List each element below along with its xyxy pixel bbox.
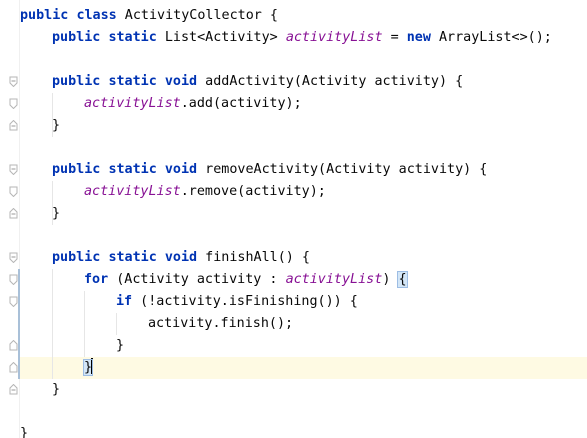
keyword: static <box>108 250 157 265</box>
keyword: public <box>52 250 101 265</box>
code-text: ArrayList<>(); <box>430 30 552 45</box>
code-line[interactable]: public static List<Activity> activityLis… <box>52 27 552 49</box>
fold-start-icon[interactable] <box>9 76 18 87</box>
fold-end-icon[interactable] <box>9 362 18 373</box>
fold-end-icon[interactable] <box>9 120 18 131</box>
code-text: } <box>52 206 61 221</box>
code-line[interactable]: } <box>52 379 60 401</box>
keyword: public <box>52 162 101 177</box>
code-text: } <box>20 426 29 438</box>
code-line[interactable]: for (Activity activity : activityList) { <box>84 269 408 291</box>
code-text: finishAll() { <box>197 250 310 265</box>
code-line[interactable]: public static void removeActivity(Activi… <box>52 159 487 181</box>
code-text: (Activity activity : <box>108 272 286 287</box>
code-line[interactable]: activityList.add(activity); <box>84 93 302 115</box>
keyword: new <box>406 30 431 45</box>
matched-brace: { <box>397 271 408 288</box>
code-text <box>157 162 165 177</box>
code-text: = <box>382 30 407 45</box>
code-line-current[interactable]: } <box>82 357 94 379</box>
keyword: static <box>108 162 157 177</box>
matched-brace: } <box>82 359 94 376</box>
code-line[interactable]: public class ActivityCollector { <box>20 5 278 27</box>
keyword: class <box>76 8 117 23</box>
indent-guide <box>84 291 85 357</box>
fold-start-icon[interactable] <box>9 296 18 307</box>
code-line[interactable]: public static void addActivity(Activity … <box>52 71 463 93</box>
fold-start-icon[interactable] <box>9 164 18 175</box>
code-text <box>157 74 165 89</box>
caret-cursor-icon <box>91 358 93 374</box>
current-line-highlight <box>20 357 587 379</box>
fold-end-icon[interactable] <box>9 340 18 351</box>
field-reference: activityList <box>84 184 181 199</box>
code-line[interactable]: if (!activity.isFinishing()) { <box>116 291 358 313</box>
indent-guide <box>52 93 53 137</box>
code-line[interactable]: } <box>52 115 60 137</box>
code-line[interactable]: public static void finishAll() { <box>52 247 310 269</box>
code-text: .add(activity); <box>180 96 302 111</box>
fold-start-icon[interactable] <box>9 274 18 285</box>
fold-start-icon[interactable] <box>9 186 18 197</box>
code-line[interactable]: } <box>52 203 60 225</box>
code-text: addActivity(Activity activity) { <box>197 74 464 89</box>
code-text: .remove(activity); <box>180 184 326 199</box>
code-line[interactable]: activity.finish(); <box>148 313 293 335</box>
code-line[interactable]: } <box>116 335 124 357</box>
keyword: void <box>164 162 198 177</box>
keyword: public <box>52 30 101 45</box>
field-reference: activityList <box>285 30 383 45</box>
keyword: if <box>116 294 133 309</box>
code-text: removeActivity(Activity activity) { <box>197 162 488 177</box>
code-text: List<Activity> <box>156 30 286 45</box>
keyword: public <box>20 8 69 23</box>
keyword: void <box>164 74 198 89</box>
field-reference: activityList <box>285 272 383 287</box>
keyword: void <box>164 250 198 265</box>
keyword: public <box>52 74 101 89</box>
gutter <box>0 0 19 438</box>
gutter-divider <box>19 0 20 438</box>
fold-end-icon[interactable] <box>9 384 18 395</box>
vcs-change-marker[interactable] <box>18 269 20 379</box>
code-text: (!activity.isFinishing()) { <box>132 294 358 309</box>
fold-start-icon[interactable] <box>9 252 18 263</box>
indent-guide <box>52 181 53 225</box>
code-text: ActivityCollector { <box>116 8 278 23</box>
code-text: } <box>116 338 125 353</box>
field-reference: activityList <box>84 96 181 111</box>
keyword: static <box>108 74 157 89</box>
fold-end-icon[interactable] <box>9 208 18 219</box>
keyword: static <box>108 30 157 45</box>
fold-start-icon[interactable] <box>9 98 18 109</box>
code-line[interactable]: } <box>20 423 28 438</box>
code-text: activity.finish(); <box>148 316 294 331</box>
code-text: ) <box>382 272 399 287</box>
keyword: for <box>84 272 109 287</box>
code-text: } <box>52 118 61 133</box>
code-line[interactable]: activityList.remove(activity); <box>84 181 326 203</box>
code-text <box>157 250 165 265</box>
indent-guide <box>116 313 117 335</box>
code-text: } <box>52 382 61 397</box>
indent-guide <box>52 269 53 379</box>
